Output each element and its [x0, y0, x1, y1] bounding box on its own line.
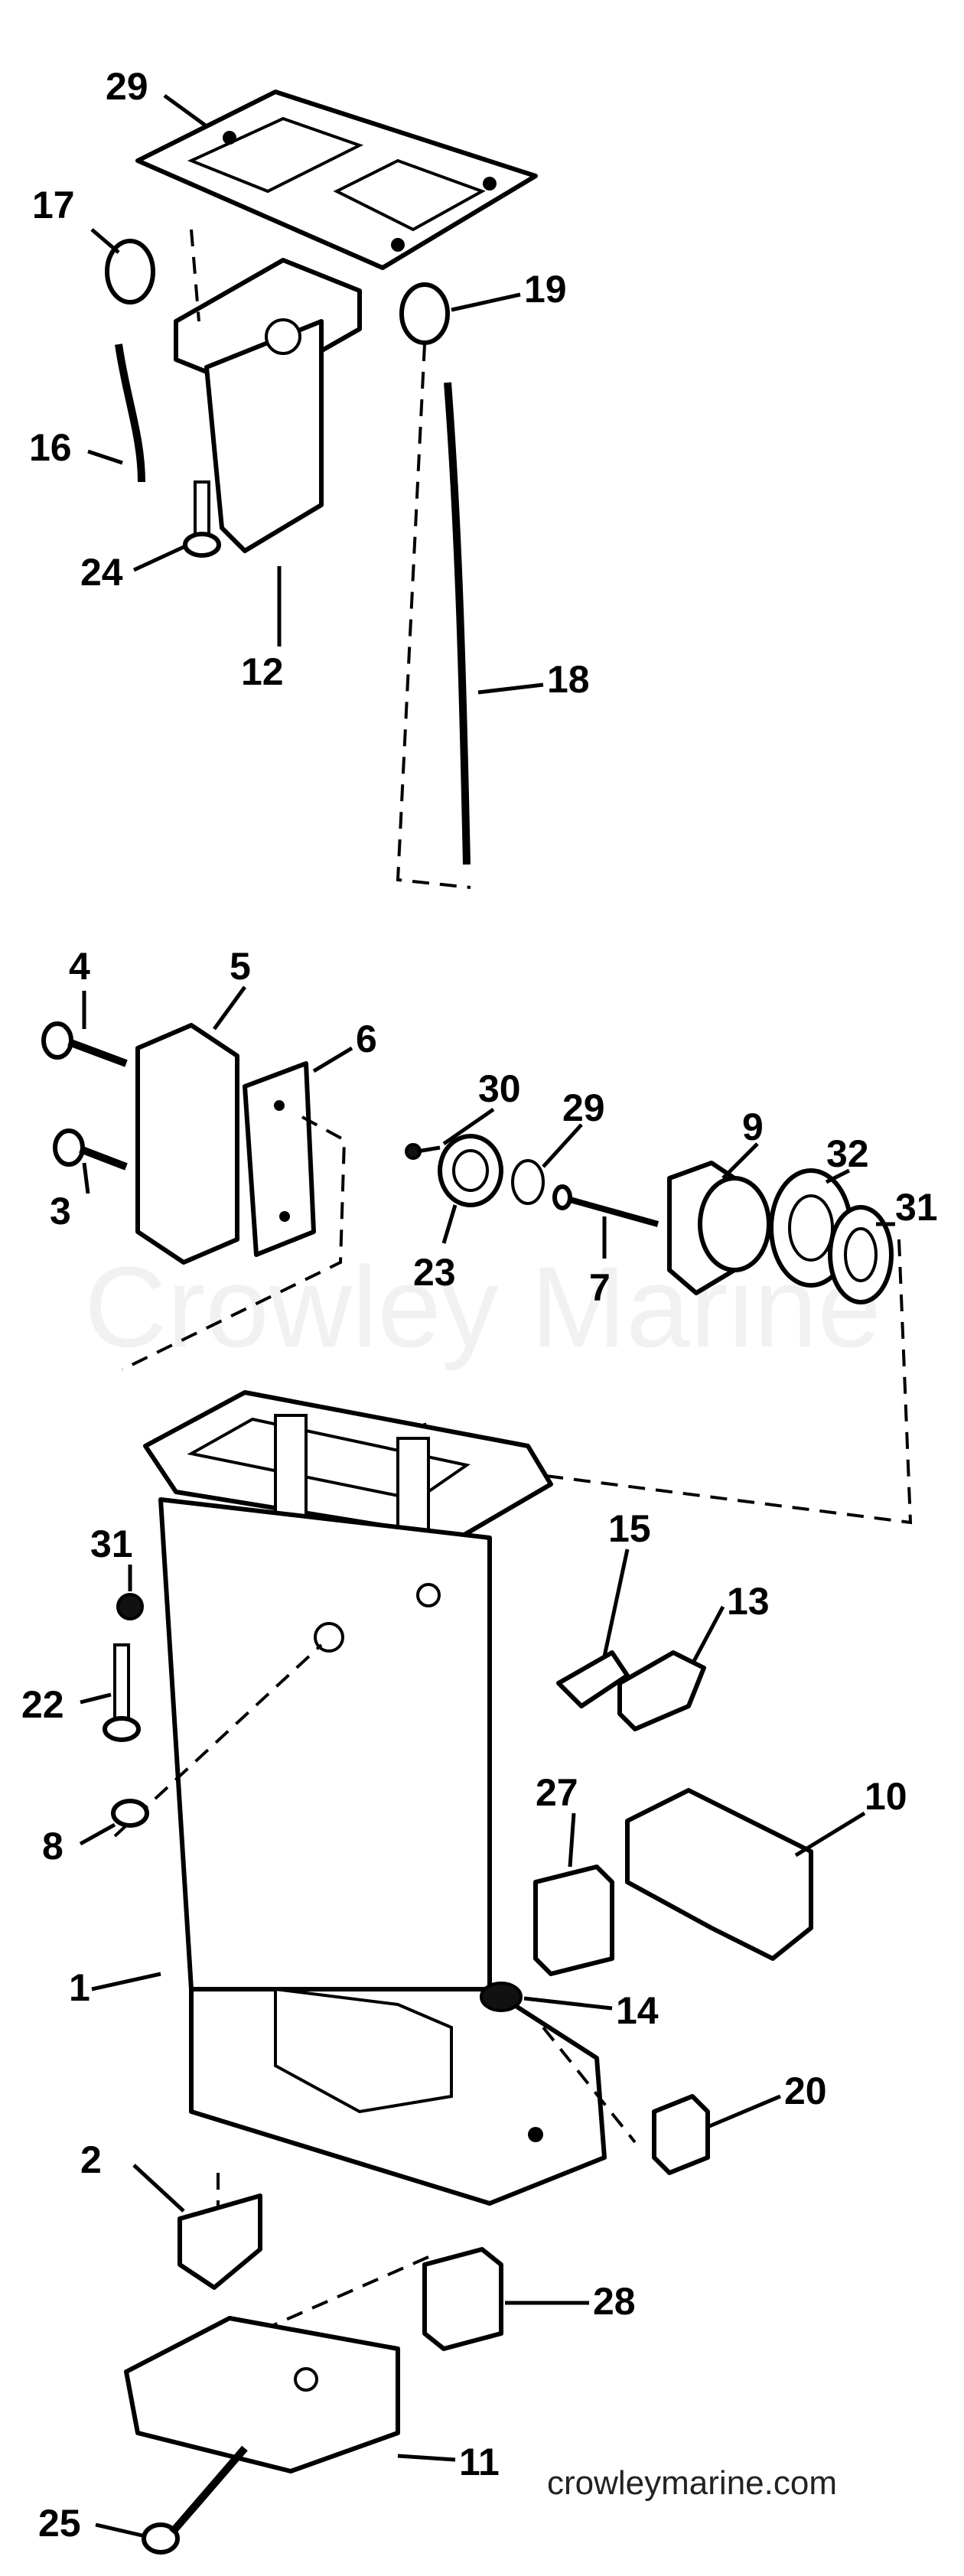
part-20-anode [652, 2094, 710, 2175]
callout-17: 17 [32, 184, 75, 226]
callout-22: 22 [21, 1683, 64, 1726]
part-3-screw [53, 1128, 128, 1171]
guide-line-cover [122, 1115, 347, 1371]
guide-line-tube [396, 344, 471, 889]
callout-21: 29 [106, 65, 148, 108]
callout-27-lower: 28 [593, 2280, 636, 2323]
part-21-gasket [135, 90, 538, 270]
part-8-screw [111, 1799, 149, 1828]
callout-19: 19 [524, 268, 567, 311]
callout-30: 31 [90, 1522, 133, 1565]
site-label: crowleymarine.com [547, 2464, 837, 2502]
part-19-grommet [399, 282, 450, 345]
callout-8: 8 [42, 1825, 64, 1868]
part-14-nut [480, 1982, 523, 2012]
guide-line-anode [542, 2026, 637, 2144]
callout-28: 29 [562, 1086, 605, 1129]
part-4-screw [41, 1021, 128, 1067]
callout-6: 6 [356, 1018, 377, 1060]
part-29-screw [405, 1143, 441, 1160]
part-10-cover [625, 1788, 813, 1961]
part-2-plate [177, 2193, 262, 2290]
part-16-water-tube [115, 344, 145, 483]
callout-18: 18 [547, 658, 590, 701]
callout-13: 13 [727, 1580, 770, 1623]
part-28-o-ring [511, 1159, 545, 1205]
callout-29: 30 [478, 1067, 521, 1110]
callout-15: 15 [608, 1507, 651, 1550]
callout-2: 2 [80, 2138, 102, 2181]
guide-line-bolt [113, 1643, 323, 1838]
part-31-seal [828, 1205, 894, 1304]
callout-31: 31 [895, 1186, 938, 1229]
callout-14: 14 [616, 1989, 659, 2032]
part-24-bolt [183, 480, 221, 558]
part-30-nut [116, 1593, 144, 1620]
part-9-bearing-housing [667, 1161, 771, 1295]
part-25-bolt [142, 2445, 248, 2555]
part-1-driveshaft-housing [143, 1390, 607, 2206]
callout-1: 1 [69, 1966, 90, 2009]
part-18-water-tube [444, 382, 471, 865]
watermark: Crowley Marine [84, 1242, 881, 1371]
part-11-cover [124, 2316, 400, 2473]
callout-5: 5 [230, 945, 251, 988]
callout-16: 16 [29, 426, 72, 469]
part-27-block-lower [422, 2247, 503, 2351]
callout-32: 32 [826, 1132, 869, 1175]
part-23-fitting [438, 1134, 503, 1207]
callout-24: 24 [80, 551, 123, 594]
part-17-grommet [105, 239, 155, 304]
callout-12: 12 [241, 650, 284, 693]
callout-7: 7 [589, 1266, 611, 1309]
part-12-exhaust-housing [174, 258, 362, 553]
part-22-bolt [103, 1643, 141, 1742]
part-15-plate [556, 1650, 630, 1708]
part-13-clip [617, 1650, 706, 1731]
callout-23: 23 [413, 1251, 456, 1294]
callout-25: 25 [38, 2502, 81, 2545]
callout-20: 20 [784, 2070, 827, 2112]
callout-11: 11 [459, 2441, 500, 2483]
callout-9: 9 [742, 1106, 764, 1148]
part-5-cover [135, 1023, 239, 1265]
part-27-block-upper [533, 1864, 614, 1976]
part-7-bolt [552, 1184, 659, 1227]
callout-3: 3 [50, 1190, 71, 1233]
part-6-gasket-plate [243, 1061, 316, 1257]
callout-27-upper: 27 [536, 1771, 578, 1814]
leader-lines [79, 93, 895, 2539]
callout-10: 10 [865, 1775, 907, 1818]
callout-4: 4 [69, 945, 90, 988]
guide-line-housing [190, 229, 200, 322]
